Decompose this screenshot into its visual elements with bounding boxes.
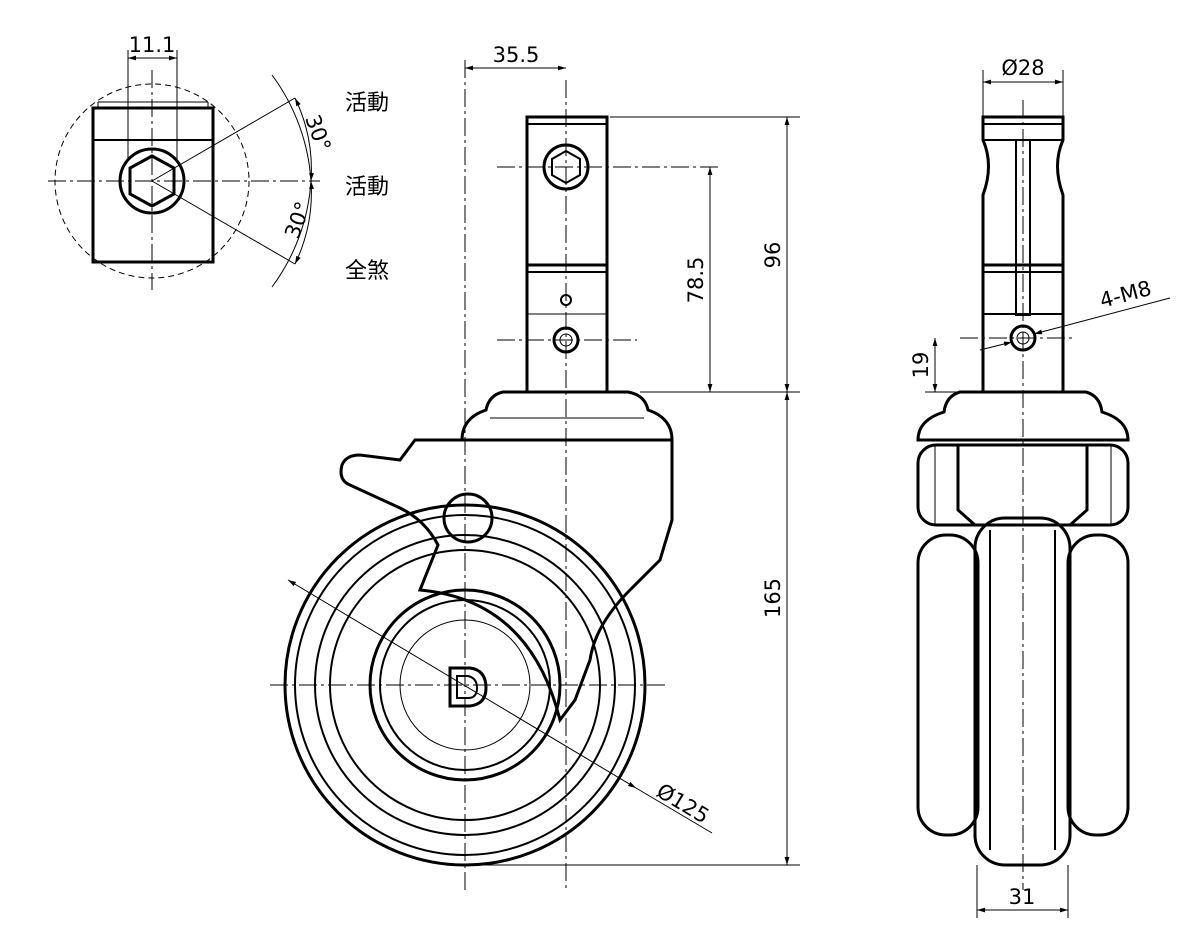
dim-wheel-diameter: Ø125 (652, 779, 713, 829)
position-label-swivel-2: 活動 (345, 175, 389, 200)
swivel-base (916, 390, 1130, 442)
swivel-base (460, 390, 674, 442)
front-view: Ø28 19 4-M8 31 (909, 56, 1171, 918)
dim-stem-diameter: Ø28 (1001, 56, 1044, 80)
position-label-swivel-1: 活動 (345, 91, 389, 116)
dim-19: 19 (909, 352, 933, 379)
tire (973, 516, 1072, 867)
position-label-total-lock: 全煞 (345, 259, 389, 284)
dim-78-5: 78.5 (684, 257, 708, 304)
dim-35-5: 35.5 (493, 43, 540, 67)
thread-label: 4-M8 (1097, 276, 1154, 313)
wheel-left (916, 533, 980, 837)
wheel-right (1066, 533, 1130, 837)
dim-11-1: 11.1 (129, 33, 176, 57)
dim-96: 96 (761, 242, 785, 269)
brand-logo-icon (448, 666, 488, 708)
side-view: 35.5 78.5 96 165 Ø125 (270, 43, 800, 890)
angle-upper-label: 30° (300, 112, 335, 155)
stem-block (91, 106, 215, 264)
top-view: 11.1 30° 30° 活動 活動 全煞 (48, 33, 389, 290)
dim-31: 31 (1009, 885, 1036, 909)
dim-165: 165 (761, 578, 785, 618)
fork (339, 438, 674, 724)
angle-lower-label: 30° (280, 199, 315, 242)
